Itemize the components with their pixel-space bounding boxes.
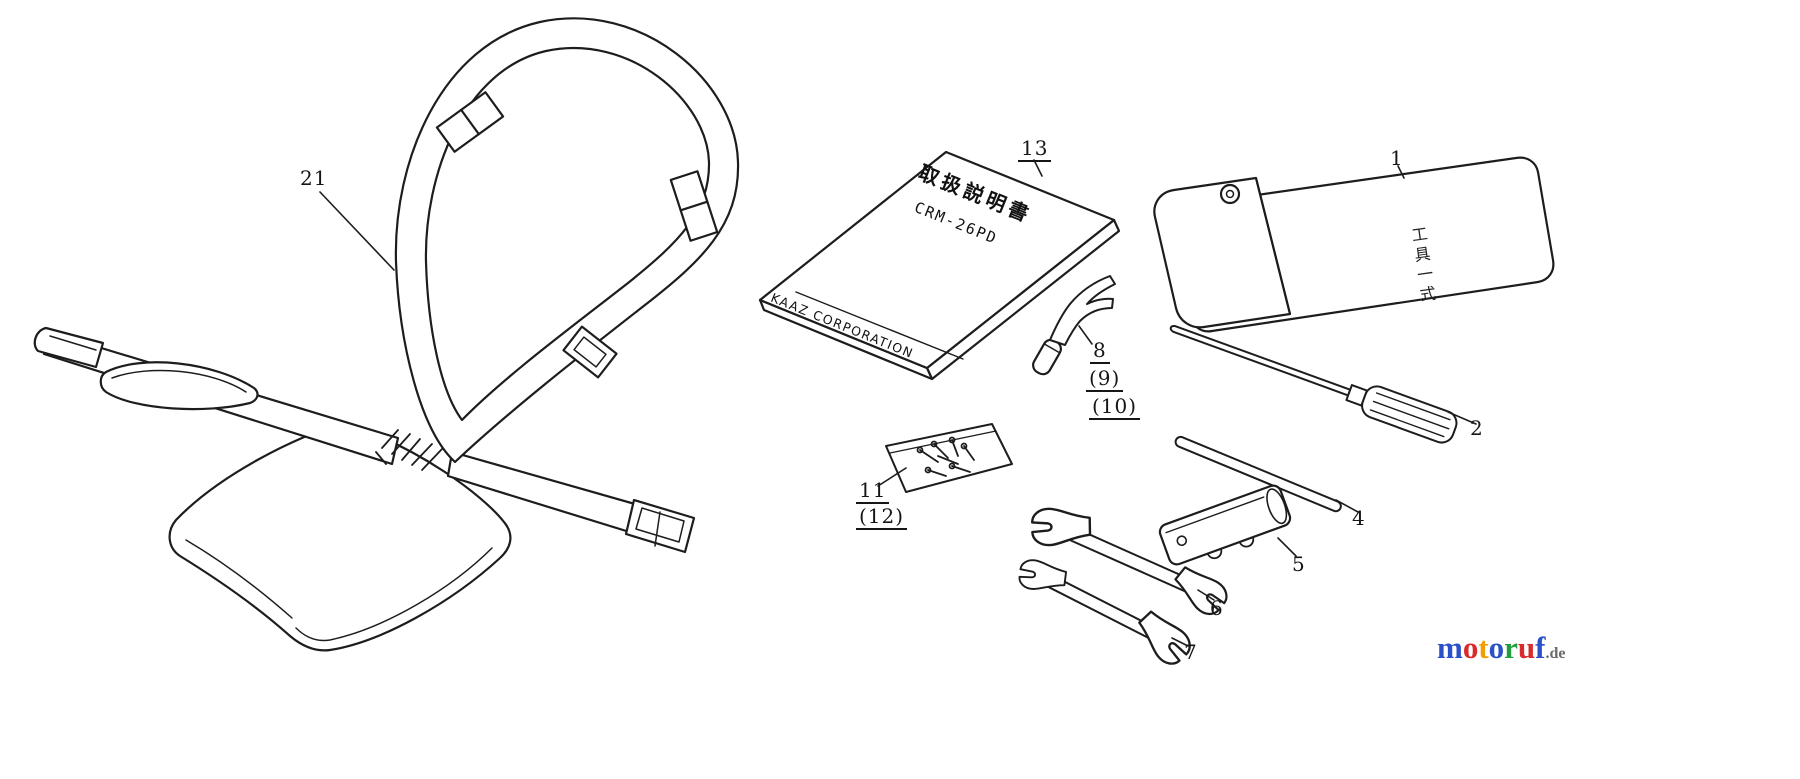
rod-drawing	[1174, 435, 1342, 513]
logo-letter-t: t	[1478, 630, 1489, 665]
strap-tip	[33, 326, 105, 369]
part-label-screwdriver: 2	[1470, 416, 1484, 440]
plug-wrench-drawing	[1032, 275, 1116, 376]
part-label-tool-pouch: 1	[1390, 146, 1404, 170]
part-label-plug-wrench-alt2: (10)	[1089, 396, 1141, 420]
socket-tool-drawing	[1158, 484, 1292, 566]
strap-slider-right	[669, 170, 719, 242]
part-label-wrench-large: 6	[1210, 596, 1224, 620]
part-label-harness: 21	[300, 166, 328, 190]
logo-letter-o1: o	[1462, 630, 1479, 665]
part-label-socket: 5	[1292, 552, 1306, 576]
pouch-flap	[1153, 176, 1292, 329]
part-label-parts-bag: 11	[856, 480, 890, 504]
wrench-large-drawing	[1030, 506, 1234, 621]
logo-tld: .de	[1545, 645, 1566, 662]
screws	[916, 436, 975, 477]
screwdriver-drawing	[1169, 325, 1458, 444]
motoruf-logo[interactable]: motoruf.de	[1437, 632, 1566, 663]
junction-stitching	[375, 429, 443, 471]
manual-cover	[758, 150, 1116, 370]
strap-buckle	[624, 498, 696, 554]
logo-letter-r: r	[1504, 630, 1518, 665]
part-label-rod: 4	[1352, 506, 1366, 530]
leader-lines	[319, 159, 1477, 647]
part-label-plug-wrench-alt1: (9)	[1086, 368, 1124, 392]
part-label-wrench-small: 7	[1184, 640, 1198, 664]
hip-pad	[168, 422, 512, 652]
manual-drawing	[758, 150, 1121, 381]
logo-letter-o2: o	[1488, 630, 1505, 665]
parts-bag-drawing	[885, 423, 1013, 493]
strap-pad	[99, 361, 259, 411]
snap-button	[1219, 183, 1241, 205]
tool-pouch-drawing	[1153, 156, 1555, 333]
logo-letter-m: m	[1437, 630, 1463, 665]
strap-slider-top	[435, 91, 505, 153]
logo-letter-u: u	[1517, 630, 1536, 665]
wrench-small-drawing	[1017, 557, 1197, 671]
harness-drawing	[33, 17, 740, 652]
strap-buckle-lower	[562, 325, 618, 379]
part-label-manual: 13	[1018, 138, 1052, 162]
part-label-parts-bag-alt: (12)	[856, 506, 908, 530]
logo-letter-f: f	[1535, 630, 1546, 665]
part-label-plug-wrench: 8	[1090, 340, 1110, 364]
